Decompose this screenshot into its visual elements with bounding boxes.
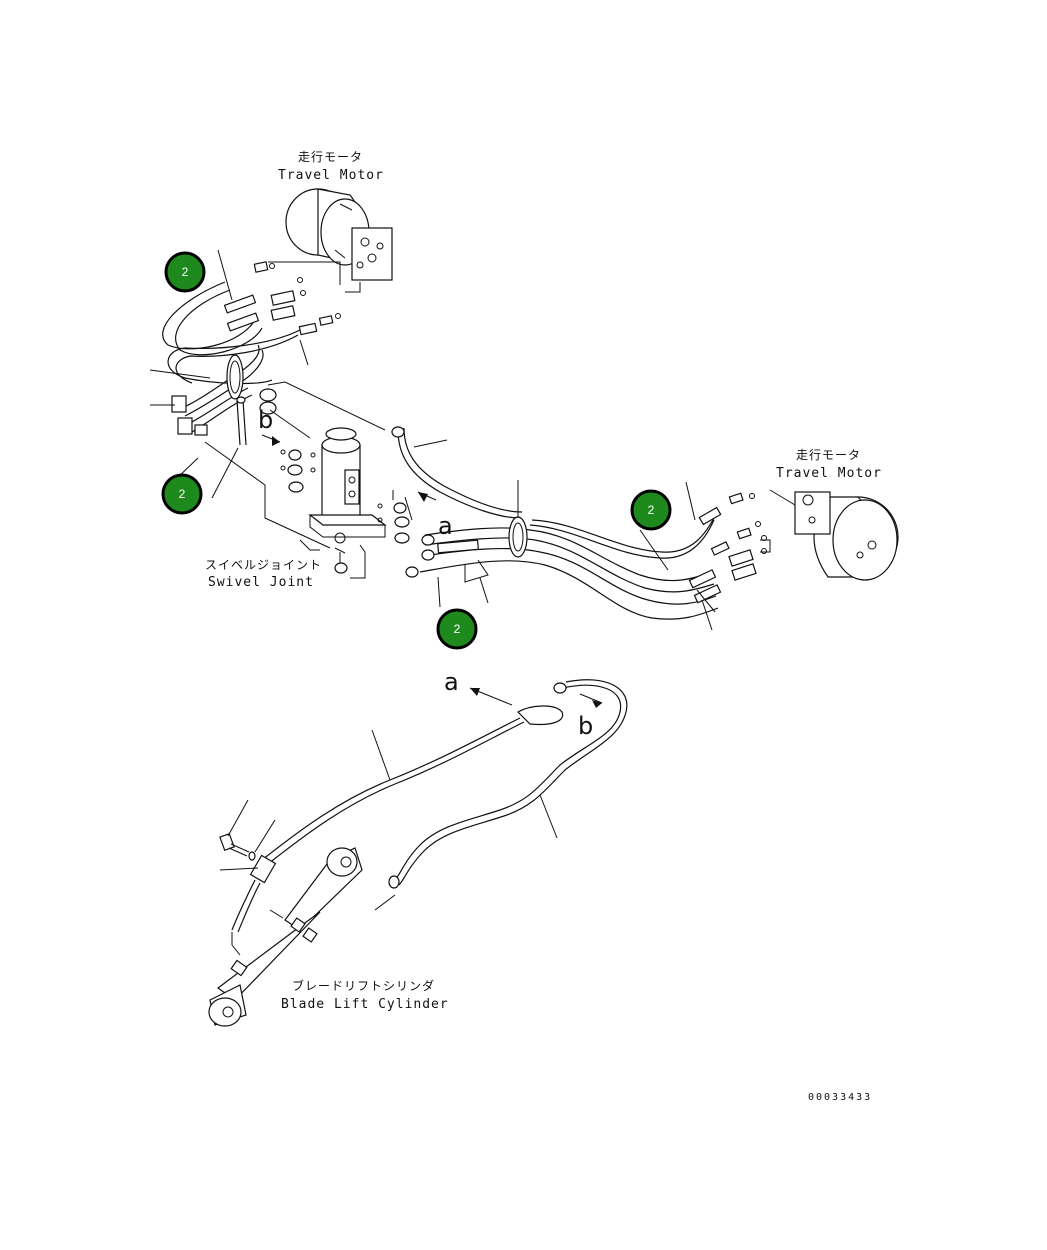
right-motor-fittings	[728, 492, 771, 581]
blade-lift-cylinder-label-jp: ブレードリフトシリンダ	[292, 978, 435, 993]
view-letter-a-lower: a	[444, 668, 459, 696]
view-letter-b-lower: b	[578, 712, 593, 740]
swivel-joint	[299, 427, 387, 574]
view-marker-b-upper	[261, 434, 281, 446]
swivel-joint-fittings	[204, 381, 413, 579]
view-marker-a-lower	[469, 687, 513, 706]
view-letter-a-upper: a	[438, 512, 453, 540]
left-motor-fittings	[253, 261, 361, 336]
travel-motor-right-label-en: Travel Motor	[776, 466, 882, 481]
badge-2-top-left-number: 2	[182, 265, 189, 279]
left-hose-bundle	[162, 281, 301, 446]
travel-motor-left-label-en: Travel Motor	[278, 168, 384, 183]
center-hose-bundle	[391, 426, 730, 631]
bolt-and-washer	[219, 799, 276, 871]
view-letter-b-upper: b	[258, 406, 273, 434]
lower-leader-lines	[371, 729, 558, 839]
badge-2-right-number: 2	[648, 503, 655, 517]
swivel-joint-label-jp: スイベルジョイント	[205, 558, 322, 572]
badge-2-center: 2	[436, 608, 478, 650]
blade-lift-cylinder	[208, 847, 363, 1027]
travel-motor-left	[285, 188, 393, 281]
badge-2-mid-left: 2	[161, 473, 203, 515]
view-marker-b-lower	[579, 693, 603, 708]
travel-motor-left-label-jp: 走行モータ	[298, 150, 363, 164]
badge-2-right: 2	[630, 489, 672, 531]
badge-2-center-number: 2	[454, 622, 461, 636]
travel-motor-right	[769, 489, 899, 581]
travel-motor-right-label-jp: 走行モータ	[796, 448, 861, 462]
view-marker-a-upper	[417, 491, 437, 502]
blade-lift-cylinder-label-en: Blade Lift Cylinder	[281, 997, 449, 1012]
figure-number: 00033433	[808, 1092, 872, 1103]
badge-2-top-left: 2	[164, 251, 206, 293]
swivel-joint-label-en: Swivel Joint	[208, 575, 314, 590]
badge-2-mid-left-number: 2	[179, 487, 186, 501]
